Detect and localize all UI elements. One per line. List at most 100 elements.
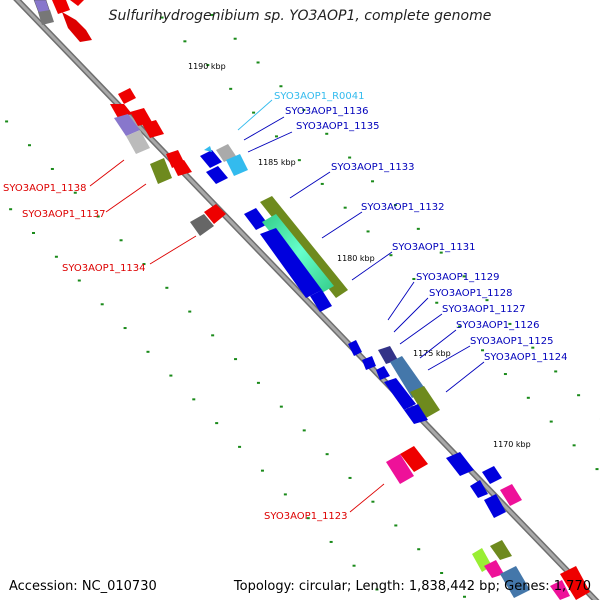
- track-dot: [165, 286, 169, 289]
- gene-grey-1138: [126, 130, 150, 154]
- gene-lavender-1138: [114, 114, 140, 136]
- gene-blue-lr-3: [482, 466, 502, 484]
- track-dot: [119, 239, 123, 242]
- gene-blue-lr-2: [470, 480, 488, 498]
- gene-red-1138-a: [118, 88, 136, 104]
- gene-red-bottom: [560, 566, 590, 600]
- track-dot: [73, 191, 77, 194]
- track-dot: [554, 370, 558, 373]
- track-dot: [306, 517, 310, 520]
- label-r0041: SYO3AOP1_R0041: [274, 91, 364, 102]
- track-dot: [485, 299, 489, 302]
- label-1127: SYO3AOP1_1127: [442, 304, 526, 315]
- accession-text: Accession: NC_010730: [9, 579, 157, 594]
- track-dot: [206, 64, 210, 67]
- track-dot: [238, 445, 242, 448]
- gene-red-1138-c: [130, 108, 152, 126]
- gene-blue-1133-a: [244, 208, 268, 230]
- track-dot: [458, 325, 462, 328]
- track-dot: [252, 111, 256, 114]
- gene-red-1138-d: [142, 120, 164, 138]
- track-dot: [211, 334, 215, 337]
- track-dot: [439, 251, 443, 254]
- gene-steel-bottom: [500, 566, 530, 598]
- gene-grey-r0041: [216, 144, 236, 162]
- track-dot: [371, 500, 375, 503]
- label-1126: SYO3AOP1_1126: [456, 320, 540, 331]
- gene-magenta-bottom: [484, 560, 504, 578]
- label-1138: SYO3AOP1_1138: [3, 183, 87, 194]
- track-dot: [188, 310, 192, 313]
- track-dot: [325, 132, 329, 135]
- track-dot: [320, 182, 324, 185]
- track-dot: [234, 358, 238, 361]
- track-dot: [256, 381, 260, 384]
- track-dot: [160, 16, 164, 19]
- label-1125: SYO3AOP1_1125: [470, 336, 554, 347]
- gene-navy-1127: [378, 346, 398, 364]
- track-dot: [366, 230, 370, 233]
- gene-grey-1134: [190, 214, 214, 236]
- track-dot: [394, 524, 398, 527]
- track-dot: [274, 135, 278, 138]
- label-1134: SYO3AOP1_1134: [62, 263, 146, 274]
- gene-blue-1125: [384, 378, 416, 410]
- track-dot: [416, 227, 420, 230]
- track-dot: [595, 468, 599, 471]
- track-dot: [54, 255, 58, 258]
- gene-olive-bottom: [490, 540, 512, 560]
- track-dot: [481, 349, 485, 352]
- gene-blue-1129: [348, 340, 362, 356]
- gene-magenta-1123: [386, 454, 414, 484]
- gene-blue-1136-a: [200, 150, 222, 168]
- gene-blue-1136-b: [206, 166, 228, 184]
- tick-1185-kbp: 1185 kbp: [258, 158, 296, 167]
- label-1123: SYO3AOP1_1123: [264, 511, 348, 522]
- gene-blue-lr-4: [484, 494, 506, 518]
- gene-blue-1133-b: [260, 228, 322, 298]
- tick-1180-kbp: 1180 kbp: [337, 254, 375, 263]
- gene-red-1134: [204, 204, 226, 224]
- dotted-tracks: [5, 13, 600, 598]
- track-dot: [549, 420, 553, 423]
- track-dot: [508, 322, 512, 325]
- track-dot: [302, 109, 306, 112]
- gene-blue-1128: [362, 356, 376, 370]
- track-dot: [96, 215, 100, 218]
- tick-1190-kbp: 1190 kbp: [188, 62, 226, 71]
- tick-labels: 1190 kbp 1185 kbp 1180 kbp 1175 kbp 1170…: [188, 62, 531, 449]
- track-dot: [279, 85, 283, 88]
- track-dot: [256, 61, 260, 64]
- track-dot: [348, 156, 352, 159]
- track-dot: [577, 394, 581, 397]
- track-dot: [5, 120, 9, 123]
- gene-cyan-r0041: [226, 154, 248, 176]
- track-dot: [142, 263, 146, 266]
- gene-red-top-2: [62, 12, 92, 42]
- track-dot: [329, 540, 333, 543]
- label-1128: SYO3AOP1_1128: [429, 288, 513, 299]
- track-dot: [77, 279, 81, 282]
- track-dot: [417, 548, 421, 551]
- track-dot: [146, 350, 150, 353]
- track-dot: [440, 571, 444, 574]
- track-dot: [32, 231, 36, 234]
- tick-1170-kbp: 1170 kbp: [493, 440, 531, 449]
- gene-labels: SYO3AOP1_R0041 SYO3AOP1_1136 SYO3AOP1_11…: [3, 91, 568, 522]
- gene-cyan-small: [204, 146, 212, 152]
- track-dot: [50, 167, 54, 170]
- label-1137: SYO3AOP1_1137: [22, 209, 106, 220]
- track-dot: [526, 396, 530, 399]
- track-dot: [393, 204, 397, 207]
- gene-blue-1133-c: [310, 290, 332, 312]
- track-dot: [348, 476, 352, 479]
- gene-red-top-1: [52, 0, 70, 14]
- gene-grey-top: [38, 10, 54, 25]
- track-dot: [210, 13, 214, 16]
- track-dot: [297, 159, 301, 162]
- gene-olive-1124: [410, 386, 440, 418]
- leader-lines: [89, 99, 485, 513]
- track-dot: [279, 405, 283, 408]
